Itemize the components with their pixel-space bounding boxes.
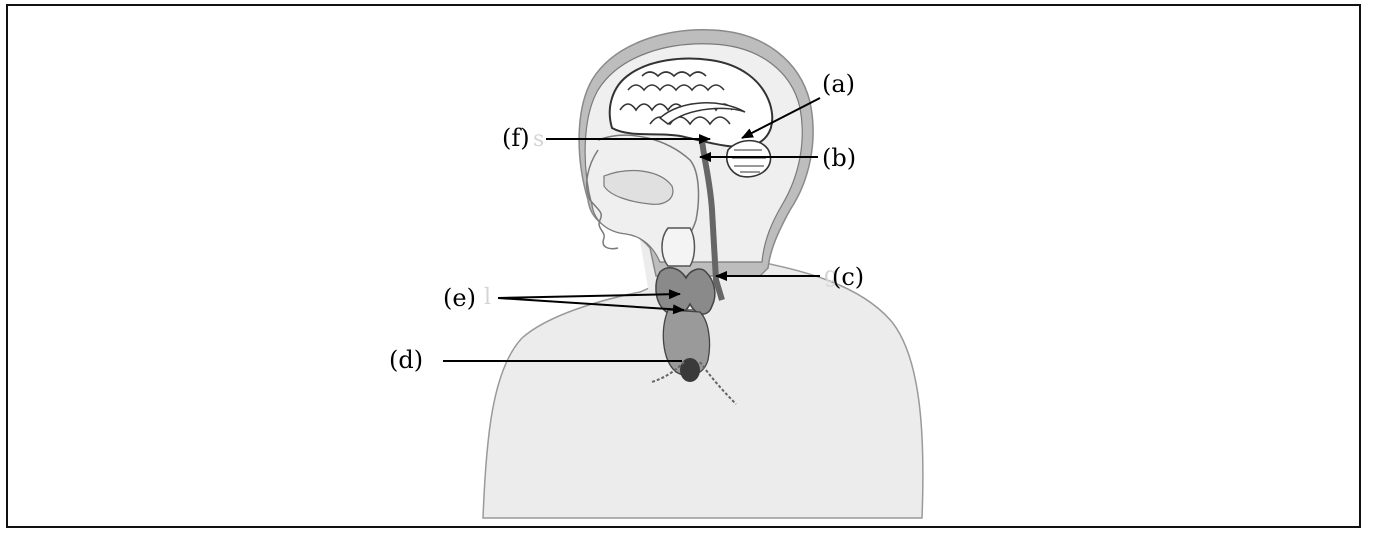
label-e: (e) <box>443 284 476 312</box>
label-a: (a) <box>822 70 855 98</box>
label-b: (b) <box>822 144 856 172</box>
label-f: (f) <box>502 124 530 152</box>
label-c: (c) <box>832 263 864 291</box>
larynx <box>662 228 695 266</box>
label-d: (d) <box>389 346 423 374</box>
ghost-letter: l <box>484 285 491 310</box>
cerebellum <box>727 141 771 177</box>
ghost-letter: s <box>533 127 544 152</box>
